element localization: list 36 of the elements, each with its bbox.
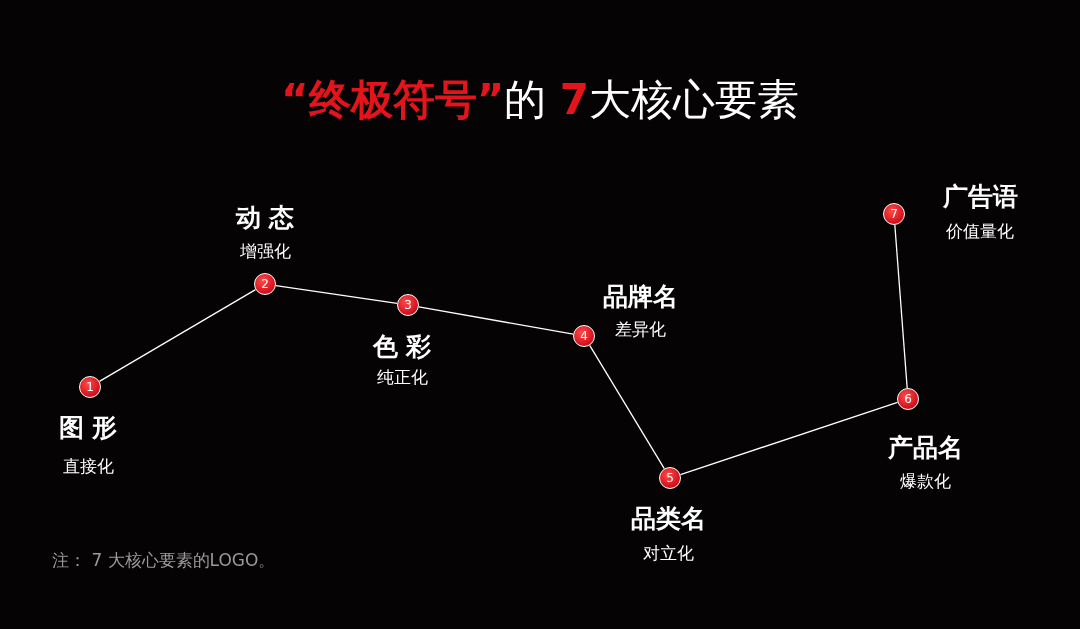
step-number: 3 [403, 298, 413, 312]
element-subtitle: 价值量化 [946, 220, 1014, 243]
connector-line [98, 288, 257, 383]
step-number: 5 [665, 471, 675, 485]
element-subtitle: 增强化 [239, 240, 291, 263]
title: “终极符号”的 7大核心要素 [281, 74, 799, 126]
connector-line [894, 224, 908, 389]
step-number: 2 [260, 277, 270, 291]
element-heading: 动 态 [235, 202, 295, 234]
connector-line [275, 284, 398, 305]
element-subtitle: 纯正化 [376, 366, 428, 389]
number-circle [883, 203, 905, 225]
element-heading: 品牌名 [602, 281, 678, 313]
footnote: 注： 7 大核心要素的LOGO。 [52, 549, 276, 572]
element-heading: 色 彩 [372, 331, 432, 363]
element-subtitle: 差异化 [614, 318, 666, 341]
element-heading: 产品名 [887, 432, 963, 464]
step-number: 1 [85, 380, 95, 394]
element-heading: 图 形 [58, 412, 118, 444]
step-number: 6 [903, 392, 913, 406]
step-number: 7 [889, 207, 899, 221]
connector-line [589, 344, 665, 470]
element-heading: 品类名 [630, 503, 706, 535]
number-circle [254, 273, 276, 295]
element-subtitle: 对立化 [642, 542, 694, 565]
number-circle [397, 294, 419, 316]
connector-line [418, 306, 574, 335]
number-circle [573, 325, 595, 347]
number-circle [79, 376, 101, 398]
step-number: 4 [579, 329, 589, 343]
connector-line [679, 401, 899, 476]
element-subtitle: 爆款化 [899, 470, 951, 493]
element-heading: 广告语 [942, 181, 1018, 213]
number-circle [659, 467, 681, 489]
number-circle [897, 388, 919, 410]
element-subtitle: 直接化 [62, 455, 114, 478]
